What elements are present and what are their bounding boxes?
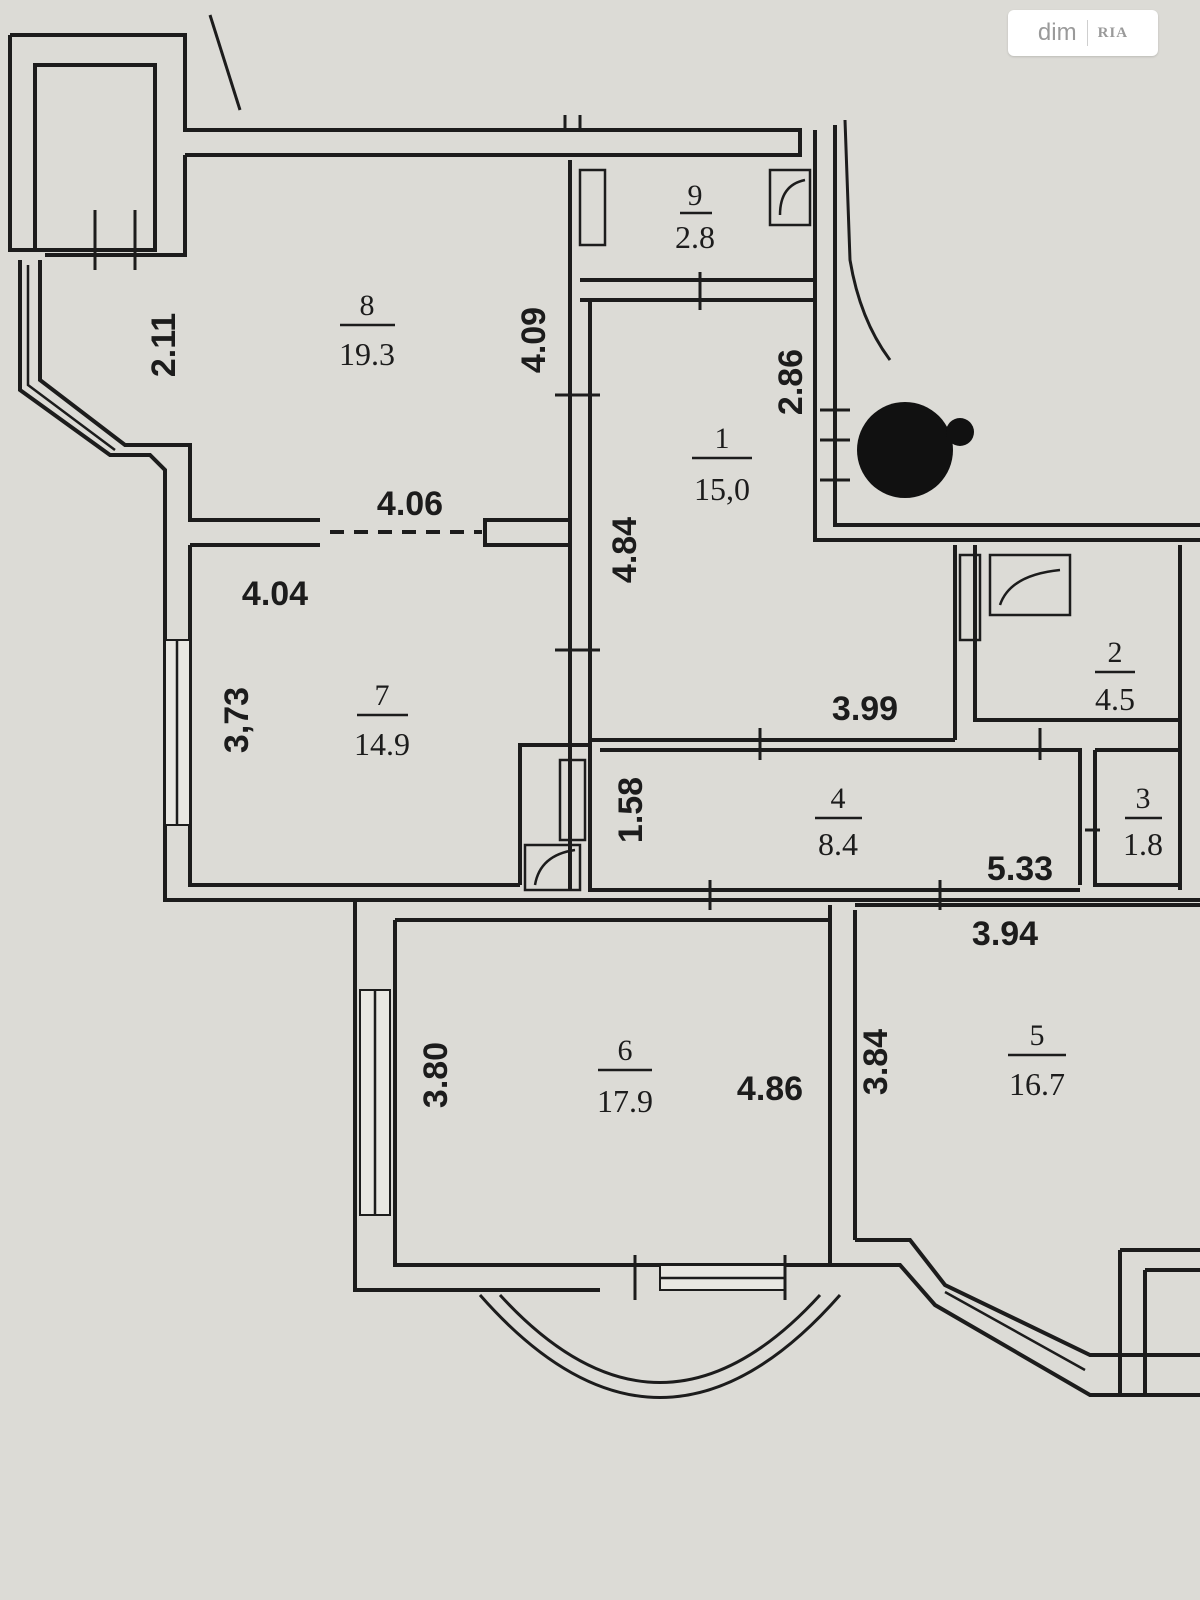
dim-5-33: 5.33 [987,850,1053,888]
room-labels: 9 2.8 8 19.3 1 15,0 2 4.5 7 14.9 4 8.4 3… [339,179,1163,1119]
dim-4-84: 4.84 [606,517,644,583]
room-3-number: 3 [1136,782,1151,815]
fixtures [523,168,1072,892]
room-9-area: 2.8 [675,219,715,255]
watermark-brand: dim [1037,19,1077,46]
dim-3-80: 3.80 [417,1042,455,1108]
dim-ria-watermark: dim RIA [1008,10,1158,56]
dim-3-99: 3.99 [832,690,898,728]
dim-4-09: 4.09 [515,307,553,373]
dim-3-73: 3,73 [218,687,256,753]
dim-3-84: 3.84 [857,1029,895,1095]
bay-window-arc-outer [478,1294,842,1399]
dim-1-58: 1.58 [612,777,650,843]
pencil-mark-2 [843,119,892,361]
dim-4-04: 4.04 [242,575,308,613]
ink-blot [857,402,974,498]
dim-3-94: 3.94 [972,915,1038,953]
room-8-number: 8 [360,289,375,322]
room-1-number: 1 [715,422,730,455]
dim-4-86: 4.86 [737,1070,803,1108]
room-3-area: 1.8 [1123,826,1163,862]
dim-2-86: 2.86 [772,349,810,415]
dim-4-06: 4.06 [377,485,443,523]
room-1-area: 15,0 [694,471,750,507]
windows [26,265,1086,1372]
watermark-separator [1086,20,1088,46]
watermark-brand-ria: RIA [1097,24,1129,41]
dim-2-11: 2.11 [145,313,183,377]
pencil-mark-1 [208,14,242,111]
room-8-area: 19.3 [339,336,395,372]
walls [8,33,1200,1397]
room-2-area: 4.5 [1095,681,1135,717]
room-4-number: 4 [831,782,846,815]
bay-window-arc-inner [498,1293,822,1384]
room-5-number: 5 [1030,1019,1045,1052]
room-4-area: 8.4 [818,826,858,862]
room-7-number: 7 [375,679,390,712]
room-6-area: 17.9 [597,1083,653,1119]
room-5-area: 16.7 [1009,1066,1065,1102]
room-6-number: 6 [618,1034,633,1067]
dimension-labels: 2.11 4.09 2.86 4.06 4.04 4.84 3,73 3.99 … [145,307,1053,1108]
room-2-number: 2 [1108,636,1123,669]
room-7-area: 14.9 [354,726,410,762]
room-9-number: 9 [688,179,703,212]
door-ticks [93,115,1100,1300]
